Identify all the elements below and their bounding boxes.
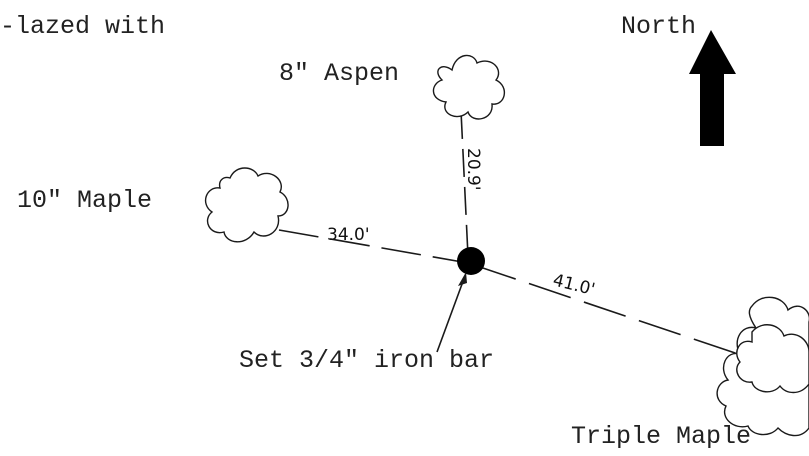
aspen-tree-icon <box>432 54 506 120</box>
header-text: -lazed with <box>0 12 165 41</box>
triple-maple-inner-icon <box>736 324 809 394</box>
triple-maple-bearing-line <box>473 264 739 355</box>
maple-bearing-line <box>278 229 469 264</box>
aspen-bearing-line <box>460 110 469 257</box>
iron-bar-pointer <box>436 275 466 353</box>
aspen-distance: 20.9' <box>463 148 483 191</box>
iron-bar-label: Set 3/4" iron bar <box>239 346 494 375</box>
triple-maple-distance: 41.0' <box>551 270 597 300</box>
iron-bar-marker <box>457 247 485 275</box>
maple-label: 10" Maple <box>17 186 152 215</box>
north-label: North <box>621 12 696 41</box>
pointer-arrowhead-icon <box>458 272 467 286</box>
maple-distance: 34.0' <box>327 225 370 245</box>
maple-tree-icon <box>204 167 289 243</box>
triple-maple-label: Triple Maple <box>571 422 751 451</box>
north-arrow-icon <box>689 30 736 146</box>
aspen-label: 8" Aspen <box>279 59 399 88</box>
